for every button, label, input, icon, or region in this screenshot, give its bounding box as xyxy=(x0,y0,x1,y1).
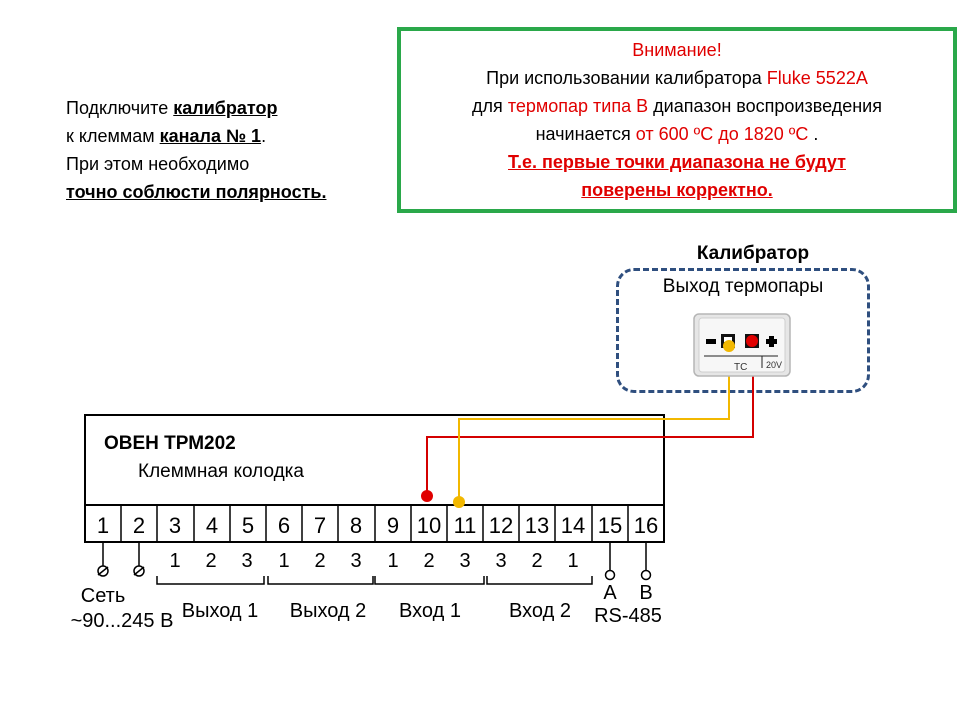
instruction-period: . xyxy=(261,126,267,146)
instruction-line1: Подключите xyxy=(66,98,169,118)
terminal-6: 6 xyxy=(277,513,291,538)
power-range: ~90...245 В xyxy=(70,610,174,632)
red-dot-plus xyxy=(746,335,758,347)
instruction-text: Подключите калибратор к клеммам канала №… xyxy=(66,94,326,206)
terminal-14: 14 xyxy=(560,513,586,538)
terminal-15: 15 xyxy=(597,513,623,538)
bracket-output2 xyxy=(267,576,374,585)
calibrator-title: Калибратор xyxy=(696,243,810,264)
terminal-10: 10 xyxy=(416,513,442,538)
out1-sub-1: 2 xyxy=(205,550,217,572)
calibrator-subtitle: Выход термопары xyxy=(662,276,824,297)
terminal-11: 11 xyxy=(453,513,477,538)
power-label: Сеть xyxy=(68,584,138,608)
out2-sub-1: 2 xyxy=(314,550,326,572)
rs485-label: RS-485 xyxy=(594,605,662,627)
warning-range: от 600 ºС до 1820 ºС xyxy=(635,124,809,144)
terminal-dividers xyxy=(120,505,629,542)
in1-sub-1: 2 xyxy=(423,550,435,572)
rs485-terminal-legs xyxy=(604,542,652,581)
warning-thermocouple-type: термопар типа В xyxy=(507,96,649,116)
output1-label: Выход 1 xyxy=(181,600,259,622)
out1-sub-2: 3 xyxy=(241,550,253,572)
warning-line3: начинается xyxy=(535,124,631,144)
in2-sub-0: 3 xyxy=(495,550,507,572)
warning-line4: Т.е. первые точки диапазона не будут xyxy=(508,152,846,172)
input2-label: Вход 2 xyxy=(509,600,571,622)
terminal-9: 9 xyxy=(386,513,400,538)
instruction-line2: к клеммам xyxy=(66,126,155,146)
rs485-b-label: B xyxy=(639,582,653,604)
device-subtitle: Клеммная колодка xyxy=(138,461,304,482)
warning-calibrator-model: Fluke 5522A xyxy=(766,68,868,88)
warning-line2-suffix: диапазон воспроизведения xyxy=(653,96,882,116)
terminal-5: 5 xyxy=(241,513,255,538)
output2-label: Выход 2 xyxy=(289,600,367,622)
warning-line2: для xyxy=(472,96,503,116)
in1-sub-2: 3 xyxy=(459,550,471,572)
warning-box: Внимание! При использовании калибратора … xyxy=(397,27,957,213)
yellow-wire xyxy=(458,346,730,502)
in2-sub-2: 1 xyxy=(567,550,579,572)
instruction-channel: канала № 1 xyxy=(159,126,262,146)
warning-line5: поверены корректно. xyxy=(581,180,773,200)
calibrator-connector xyxy=(693,313,791,377)
bracket-input1 xyxy=(374,576,485,585)
warning-title: Внимание! xyxy=(632,40,722,60)
power-label-text: Сеть xyxy=(80,585,126,607)
group-brackets xyxy=(156,576,593,585)
terminal-12: 12 xyxy=(488,513,514,538)
terminal-4: 4 xyxy=(205,513,219,538)
input1-label: Вход 1 xyxy=(399,600,461,622)
terminal-8: 8 xyxy=(349,513,363,538)
instruction-calibrator: калибратор xyxy=(173,98,278,118)
bracket-input2 xyxy=(486,576,593,585)
red-dot-terminal10 xyxy=(421,490,433,502)
terminal-13: 13 xyxy=(524,513,550,538)
in1-sub-0: 1 xyxy=(387,550,399,572)
warning-line3-suffix: . xyxy=(813,124,819,144)
yellow-dot-terminal11 xyxy=(453,496,465,508)
terminal-7: 7 xyxy=(313,513,327,538)
power-terminal-legs xyxy=(97,542,145,577)
voltage-label: 20V xyxy=(766,360,782,370)
device-title: ОВЕН ТРМ202 xyxy=(104,433,236,454)
instruction-polarity: точно соблюсти полярность. xyxy=(66,182,327,202)
out2-sub-0: 1 xyxy=(278,550,290,572)
red-wire xyxy=(426,341,754,496)
tc-label: TC xyxy=(734,362,747,373)
warning-line1: При использовании калибратора xyxy=(486,68,762,88)
terminal-16: 16 xyxy=(633,513,659,538)
in2-sub-1: 2 xyxy=(531,550,543,572)
instruction-line3: При этом необходимо xyxy=(66,154,250,174)
rs485-a-label: A xyxy=(603,582,617,604)
out1-sub-0: 1 xyxy=(169,550,181,572)
bracket-output1 xyxy=(156,576,265,585)
yellow-dot-minus xyxy=(723,340,735,352)
terminal-2: 2 xyxy=(132,513,146,538)
out2-sub-2: 3 xyxy=(350,550,362,572)
terminal-3: 3 xyxy=(168,513,182,538)
terminal-1: 1 xyxy=(96,513,110,538)
calibrator-box xyxy=(616,268,870,393)
device-body xyxy=(84,414,665,506)
